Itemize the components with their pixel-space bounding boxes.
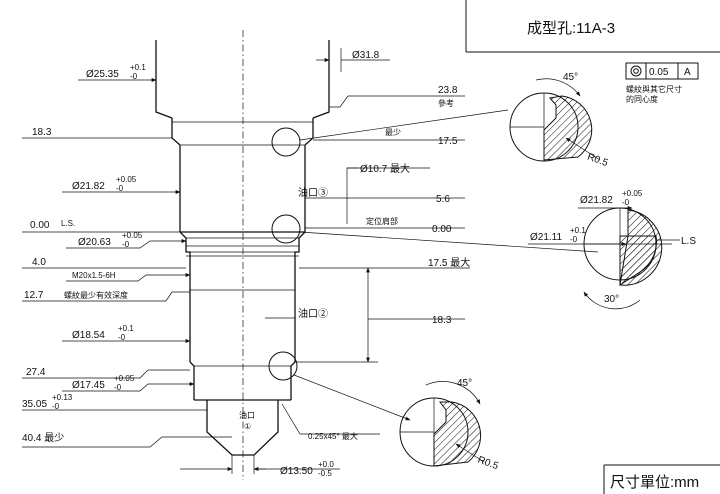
svg-text:-0: -0 — [122, 240, 130, 249]
svg-text:+0.05: +0.05 — [114, 374, 135, 383]
dim-pos-18-3: 18.3 — [32, 127, 52, 138]
svg-text:-0: -0 — [130, 72, 138, 81]
callout-circle-middle — [271, 214, 301, 244]
tolerance-value: 0.05 — [649, 67, 669, 78]
svg-text:+0.13: +0.13 — [52, 393, 73, 402]
tolerance-datum: A — [684, 67, 691, 78]
left-dimensions: Ø25.35 +0.1 -0 18.3 Ø21.82 +0.05 -0 0.00… — [22, 63, 232, 448]
svg-text:Ø25.35: Ø25.35 — [86, 69, 119, 80]
svg-text:-0: -0 — [116, 184, 124, 193]
locating-label: 定位肩部 — [366, 216, 398, 226]
svg-text:+0.05: +0.05 — [122, 231, 143, 240]
svg-text:Ø20.63: Ø20.63 — [78, 237, 111, 248]
dim-17-5-max: 17.5 最大 — [428, 256, 470, 269]
dim-thread-depth: 螺紋最少有效深度 — [64, 290, 128, 300]
svg-text:-0.5: -0.5 — [318, 469, 332, 478]
title-block: 成型孔:11A-3 — [465, 0, 720, 53]
dim-ref-23-8: 23.8 — [438, 85, 458, 96]
dim-d20-63: Ø20.63 +0.05 -0 — [78, 231, 143, 249]
dim-pos-12-7: 12.7 — [24, 290, 44, 301]
svg-text:+0.1: +0.1 — [118, 324, 134, 333]
dim-thread: M20x1.5-6H — [72, 271, 116, 280]
title-block-title: 成型孔:11A-3 — [527, 20, 615, 37]
tolerance-frame: 0.05 A 螺紋與其它尺寸 的同心度 — [625, 62, 699, 104]
units-note: 尺寸單位:mm — [603, 464, 720, 494]
part-outline — [155, 40, 330, 474]
dim-d25-35: Ø25.35 +0.1 -0 — [86, 63, 146, 81]
detail-view-bottom: 45° R0.5 — [399, 378, 500, 473]
dim-0-00-right: 0.00 — [432, 224, 452, 235]
svg-text:-0: -0 — [114, 383, 122, 392]
svg-text:+0.05: +0.05 — [622, 189, 643, 198]
dim-chamfer: 0.25x45° 最大 — [308, 431, 358, 441]
right-dimensions: Ø31.8 23.8 參考 最少 17.5 Ø10.7 最大 油口③ 5.6 定… — [180, 48, 470, 478]
detail-callouts — [268, 109, 599, 421]
dim-d18-54: Ø18.54 +0.1 -0 — [72, 324, 134, 342]
svg-text:Ø21.11: Ø21.11 — [530, 232, 562, 243]
tolerance-note-line1: 螺紋與其它尺寸 — [626, 84, 682, 94]
dim-pos-0: 0.00 — [30, 220, 50, 231]
svg-text:Ø13.50: Ø13.50 — [280, 466, 313, 477]
svg-text:Ø21.82: Ø21.82 — [580, 195, 613, 206]
svg-text:Ø18.54: Ø18.54 — [72, 330, 105, 341]
oil-port-2-label: 油口② — [298, 307, 328, 320]
dim-18-3-right: 18.3 — [432, 315, 452, 326]
dim-ref-label: 參考 — [438, 98, 454, 108]
svg-text:+0.1: +0.1 — [570, 226, 586, 235]
svg-text:35.05: 35.05 — [22, 399, 47, 410]
dim-ls-label: L.S. — [61, 219, 75, 228]
dim-5-6: 5.6 — [436, 194, 450, 205]
detail-top-radius: R0.5 — [586, 152, 610, 170]
concentricity-icon — [630, 65, 642, 77]
units-note-text: 尺寸單位:mm — [610, 474, 699, 491]
oil-port-3-label: 油口③ — [298, 186, 328, 199]
detail-view-middle: L.S Ø21.82 +0.05 -0 Ø21.11 +0.1 -0 30° — [528, 189, 696, 310]
oil-port-1-line2: ① — [244, 422, 251, 431]
callout-circle-bottom — [268, 351, 298, 381]
dim-d13-50: Ø13.50 +0.0 -0.5 — [280, 460, 334, 478]
dim-pos-40-4: 40.4 最少 — [22, 432, 64, 444]
svg-text:Ø21.82: Ø21.82 — [72, 181, 105, 192]
svg-text:-0: -0 — [622, 198, 630, 207]
dim-pos-35-05: 35.05 +0.13 -0 — [22, 393, 73, 411]
svg-text:+0.05: +0.05 — [116, 175, 137, 184]
detail-bottom-radius: R0.5 — [476, 455, 500, 473]
dim-d31-8: Ø31.8 — [352, 50, 380, 61]
detail-middle-d21-82: Ø21.82 +0.05 -0 — [580, 189, 643, 207]
svg-text:+0.1: +0.1 — [130, 63, 146, 72]
tolerance-note-line2: 的同心度 — [626, 94, 658, 104]
svg-text:+0.0: +0.0 — [318, 460, 334, 469]
dim-min-label: 最少 — [385, 128, 401, 137]
detail-middle-angle: 30° — [604, 294, 619, 305]
dim-d17-45: Ø17.45 +0.05 -0 — [72, 374, 135, 392]
dim-pos-27-4: 27.4 — [26, 367, 46, 378]
svg-text:Ø17.45: Ø17.45 — [72, 380, 105, 391]
detail-view-top: 45° R0.5 — [509, 72, 610, 170]
dim-pos-4: 4.0 — [32, 257, 46, 268]
detail-top-angle: 45° — [563, 72, 578, 83]
detail-middle-d21-11: Ø21.11 +0.1 -0 — [530, 226, 586, 244]
detail-bottom-angle: 45° — [457, 378, 472, 389]
dim-d21-82: Ø21.82 +0.05 -0 — [72, 175, 137, 193]
dim-d10-7: Ø10.7 最大 — [360, 162, 410, 175]
oil-port-1-line1: 油口 — [239, 410, 255, 420]
callout-circle-top — [271, 127, 301, 157]
svg-text:-0: -0 — [570, 235, 578, 244]
detail-middle-ls: L.S — [681, 236, 696, 247]
svg-text:-0: -0 — [118, 333, 126, 342]
dim-17-5-top: 17.5 — [438, 136, 458, 147]
svg-text:-0: -0 — [52, 402, 60, 411]
